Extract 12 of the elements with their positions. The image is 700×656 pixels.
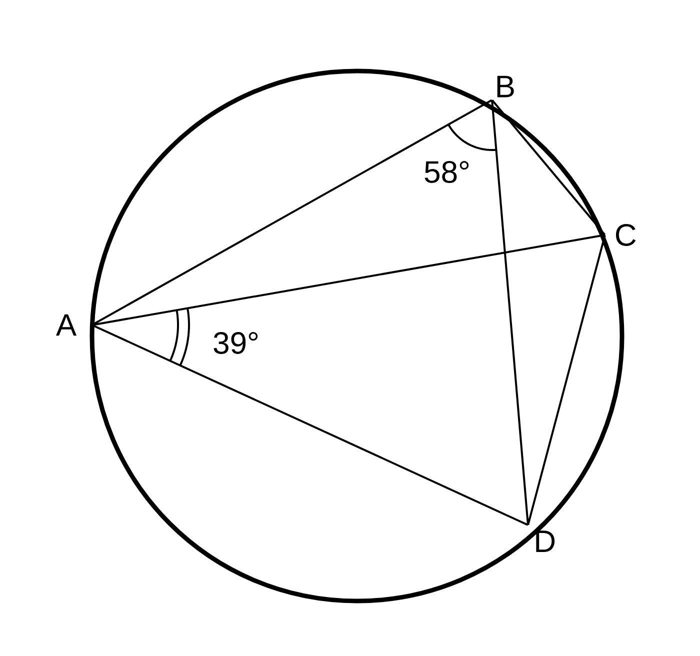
line-segment [92,99,492,326]
angle-label: 39° [214,332,258,354]
line-segment [491,100,606,236]
line-segment [491,100,529,525]
angle-label: 58° [424,161,469,183]
point-label: C [616,224,636,246]
line-segment [527,234,606,526]
line-segment [92,324,528,526]
line-segment [92,234,605,326]
point-label: D [536,530,555,552]
point-label: A [56,314,77,336]
point-label: B [497,76,514,98]
